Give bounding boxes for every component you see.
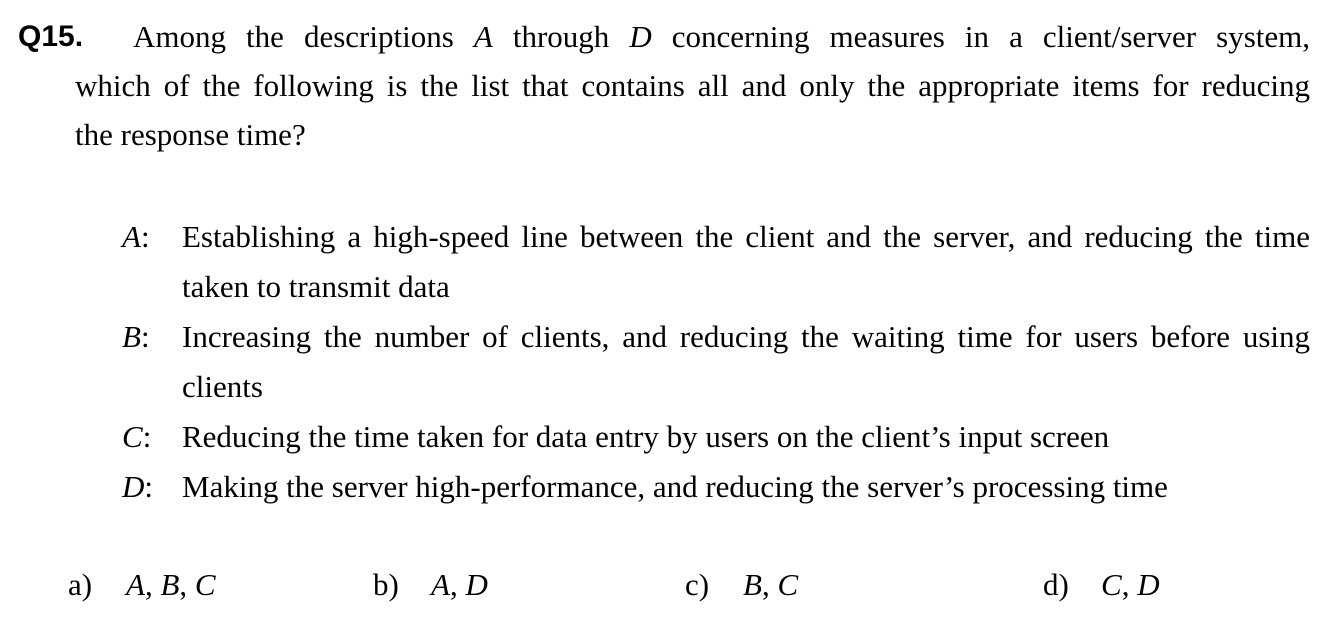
description-item-A: A: Establishing a high-speed line betwee…: [122, 212, 1310, 312]
answer-options: a) A, B, C b) A, D c) B, C d) C, D: [0, 560, 1329, 610]
option-d[interactable]: d) C, D: [1043, 560, 1160, 610]
description-B-line-2: clients: [182, 369, 263, 404]
option-c-value: B, C: [743, 567, 799, 602]
description-A-line-2: taken to transmit data: [182, 269, 450, 304]
question-text-line-2: which of the following is the list that …: [75, 68, 1310, 103]
question-block: Q15. Among the descriptions A through D …: [0, 0, 1329, 159]
question-text-line-3: the response time?: [75, 117, 306, 152]
description-item-B: B: Increasing the number of clients, and…: [122, 312, 1310, 412]
question-number: Q15.: [18, 20, 84, 53]
description-item-C: C: Reducing the time taken for data entr…: [122, 412, 1310, 462]
description-item-D: D: Making the server high-performance, a…: [122, 462, 1310, 512]
option-d-value: C, D: [1101, 567, 1160, 602]
option-a-value: A, B, C: [126, 567, 216, 602]
option-b-value: A, D: [431, 567, 488, 602]
description-label-C: C:: [122, 419, 152, 454]
description-list: A: Establishing a high-speed line betwee…: [0, 212, 1329, 512]
option-b[interactable]: b) A, D: [373, 560, 488, 610]
description-label-A: A:: [122, 219, 150, 254]
description-D-line-1: Making the server high-performance, and …: [182, 469, 1168, 504]
description-C-line-1: Reducing the time taken for data entry b…: [182, 419, 1110, 454]
option-c-key: c): [685, 567, 710, 602]
description-label-D: D:: [122, 469, 154, 504]
option-a-key: a): [68, 567, 93, 602]
option-d-key: d): [1043, 567, 1069, 602]
option-c[interactable]: c) B, C: [685, 560, 798, 610]
option-b-key: b): [373, 567, 399, 602]
question-text-line-1: Among the descriptions A through D conce…: [133, 19, 1311, 54]
description-B-line-1: Increasing the number of clients, and re…: [182, 319, 1310, 354]
option-a[interactable]: a) A, B, C: [68, 560, 216, 610]
description-A-line-1: Establishing a high-speed line between t…: [182, 219, 1310, 254]
description-label-B: B:: [122, 319, 150, 354]
